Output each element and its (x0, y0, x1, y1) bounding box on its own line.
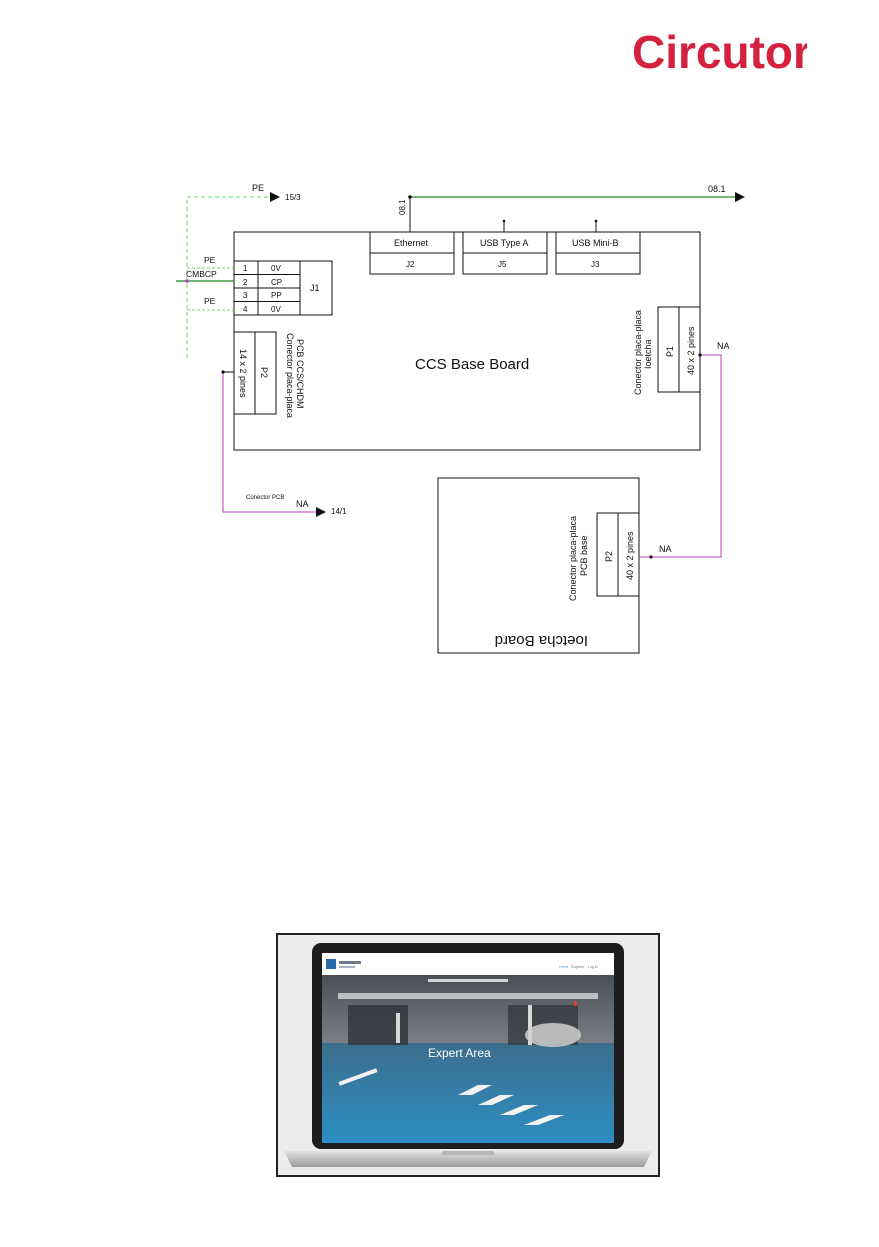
j1-pin-1-num: 1 (243, 264, 248, 273)
j1-label: J1 (310, 283, 320, 293)
connector-p2-base: 14 x 2 pines P2 Conector placa-placa PCB… (233, 331, 305, 418)
site-nav-register: Register (571, 965, 585, 969)
j1-pin-3-sig: PP (271, 291, 282, 300)
site-nav-login: Log in (588, 965, 598, 969)
j1-pin-4-num: 4 (243, 305, 248, 314)
pcb-link-net: NA (296, 499, 309, 509)
j1-pin-3-num: 3 (243, 291, 248, 300)
na-label-top: NA (717, 341, 730, 351)
p2-base-desc2: PCB CCS/CHDM (295, 339, 305, 409)
na-link-wire: NA NA (639, 341, 730, 559)
connector-p1: P1 40 x 2 pines Conector placa-placa Ioe… (633, 306, 701, 395)
usb-mini-b-label: USB Mini-B (572, 238, 619, 248)
j1-input-wires: PE CMBCP PE (176, 255, 234, 311)
p1-desc2: Ioetcha (643, 339, 653, 369)
p2-base-pins: 14 x 2 pines (238, 349, 248, 398)
base-board-title: CCS Base Board (415, 356, 529, 373)
expert-area-screenshot: Home Register Log in Expert Area (276, 933, 660, 1177)
p1-ref: P1 (665, 346, 675, 357)
j1-pin-2-num: 2 (243, 278, 248, 287)
p1-desc1: Conector placa-placa (633, 310, 643, 395)
j1-cmbcp-label: CMBCP (186, 269, 217, 279)
p2-ioetcha-desc1: Conector placa-placa (568, 516, 578, 601)
site-logo-icon (326, 959, 336, 969)
j3-label: J3 (591, 260, 600, 269)
bus-ref-label: 08.1 (708, 184, 726, 194)
laptop-base (284, 1151, 652, 1167)
connector-usb-type-a: USB Type A J5 (462, 219, 548, 275)
pe-top-wire: PE 15/3 (186, 183, 301, 358)
connector-p2-ioetcha: P2 40 x 2 pines Conector placa-placa PCB… (568, 512, 640, 601)
pcb-link-wire: Conector PCB NA 14/1 (221, 370, 347, 517)
ioetcha-board-title: Ioetcha Board (495, 632, 588, 649)
block-diagram: PE 15/3 08.1 08.1 CCS Base Board Etherne… (176, 183, 745, 654)
connector-usb-mini-b: USB Mini-B J3 (555, 219, 641, 275)
connector-j1: J1 1 2 3 4 0V CP PP 0V (233, 260, 333, 316)
connector-ethernet: Ethernet J2 (369, 231, 455, 275)
logo-text: Circutor (632, 26, 807, 78)
ethernet-label: Ethernet (394, 238, 429, 248)
p2-ioetcha-pins: 40 x 2 pines (625, 531, 635, 580)
bus-line: 08.1 08.1 (398, 184, 745, 232)
circutor-logo: Circutor (632, 26, 807, 78)
usb-type-a-label: USB Type A (480, 238, 528, 248)
pe-top-label: PE (252, 183, 264, 193)
j1-pin-4-sig: 0V (271, 305, 281, 314)
p1-pins: 40 x 2 pines (686, 326, 696, 375)
j1-pin-2-sig: CP (271, 278, 282, 287)
pcb-link-ref: 14/1 (331, 507, 347, 516)
p2-base-desc1: Conector placa-placa (285, 333, 295, 418)
bus-vertical-label: 08.1 (398, 199, 407, 215)
site-nav-home: Home (559, 965, 568, 969)
hero-title: Expert Area (428, 1046, 491, 1060)
j5-label: J5 (498, 260, 507, 269)
na-label-bottom: NA (659, 544, 672, 554)
j2-label: J2 (406, 260, 415, 269)
hero-car (525, 1023, 581, 1047)
j1-pe-label-top: PE (204, 255, 216, 265)
p2-base-ref: P2 (259, 367, 269, 378)
laptop-illustration: Home Register Log in Expert Area (284, 943, 652, 1167)
pe-ref-label: 15/3 (285, 193, 301, 202)
j1-pe-label-bottom: PE (204, 296, 216, 306)
p2-ioetcha-desc2: PCB base (579, 535, 589, 576)
p2-ioetcha-ref: P2 (604, 551, 614, 562)
pcb-link-caption: Conector PCB (246, 495, 284, 501)
j1-pin-1-sig: 0V (271, 264, 281, 273)
